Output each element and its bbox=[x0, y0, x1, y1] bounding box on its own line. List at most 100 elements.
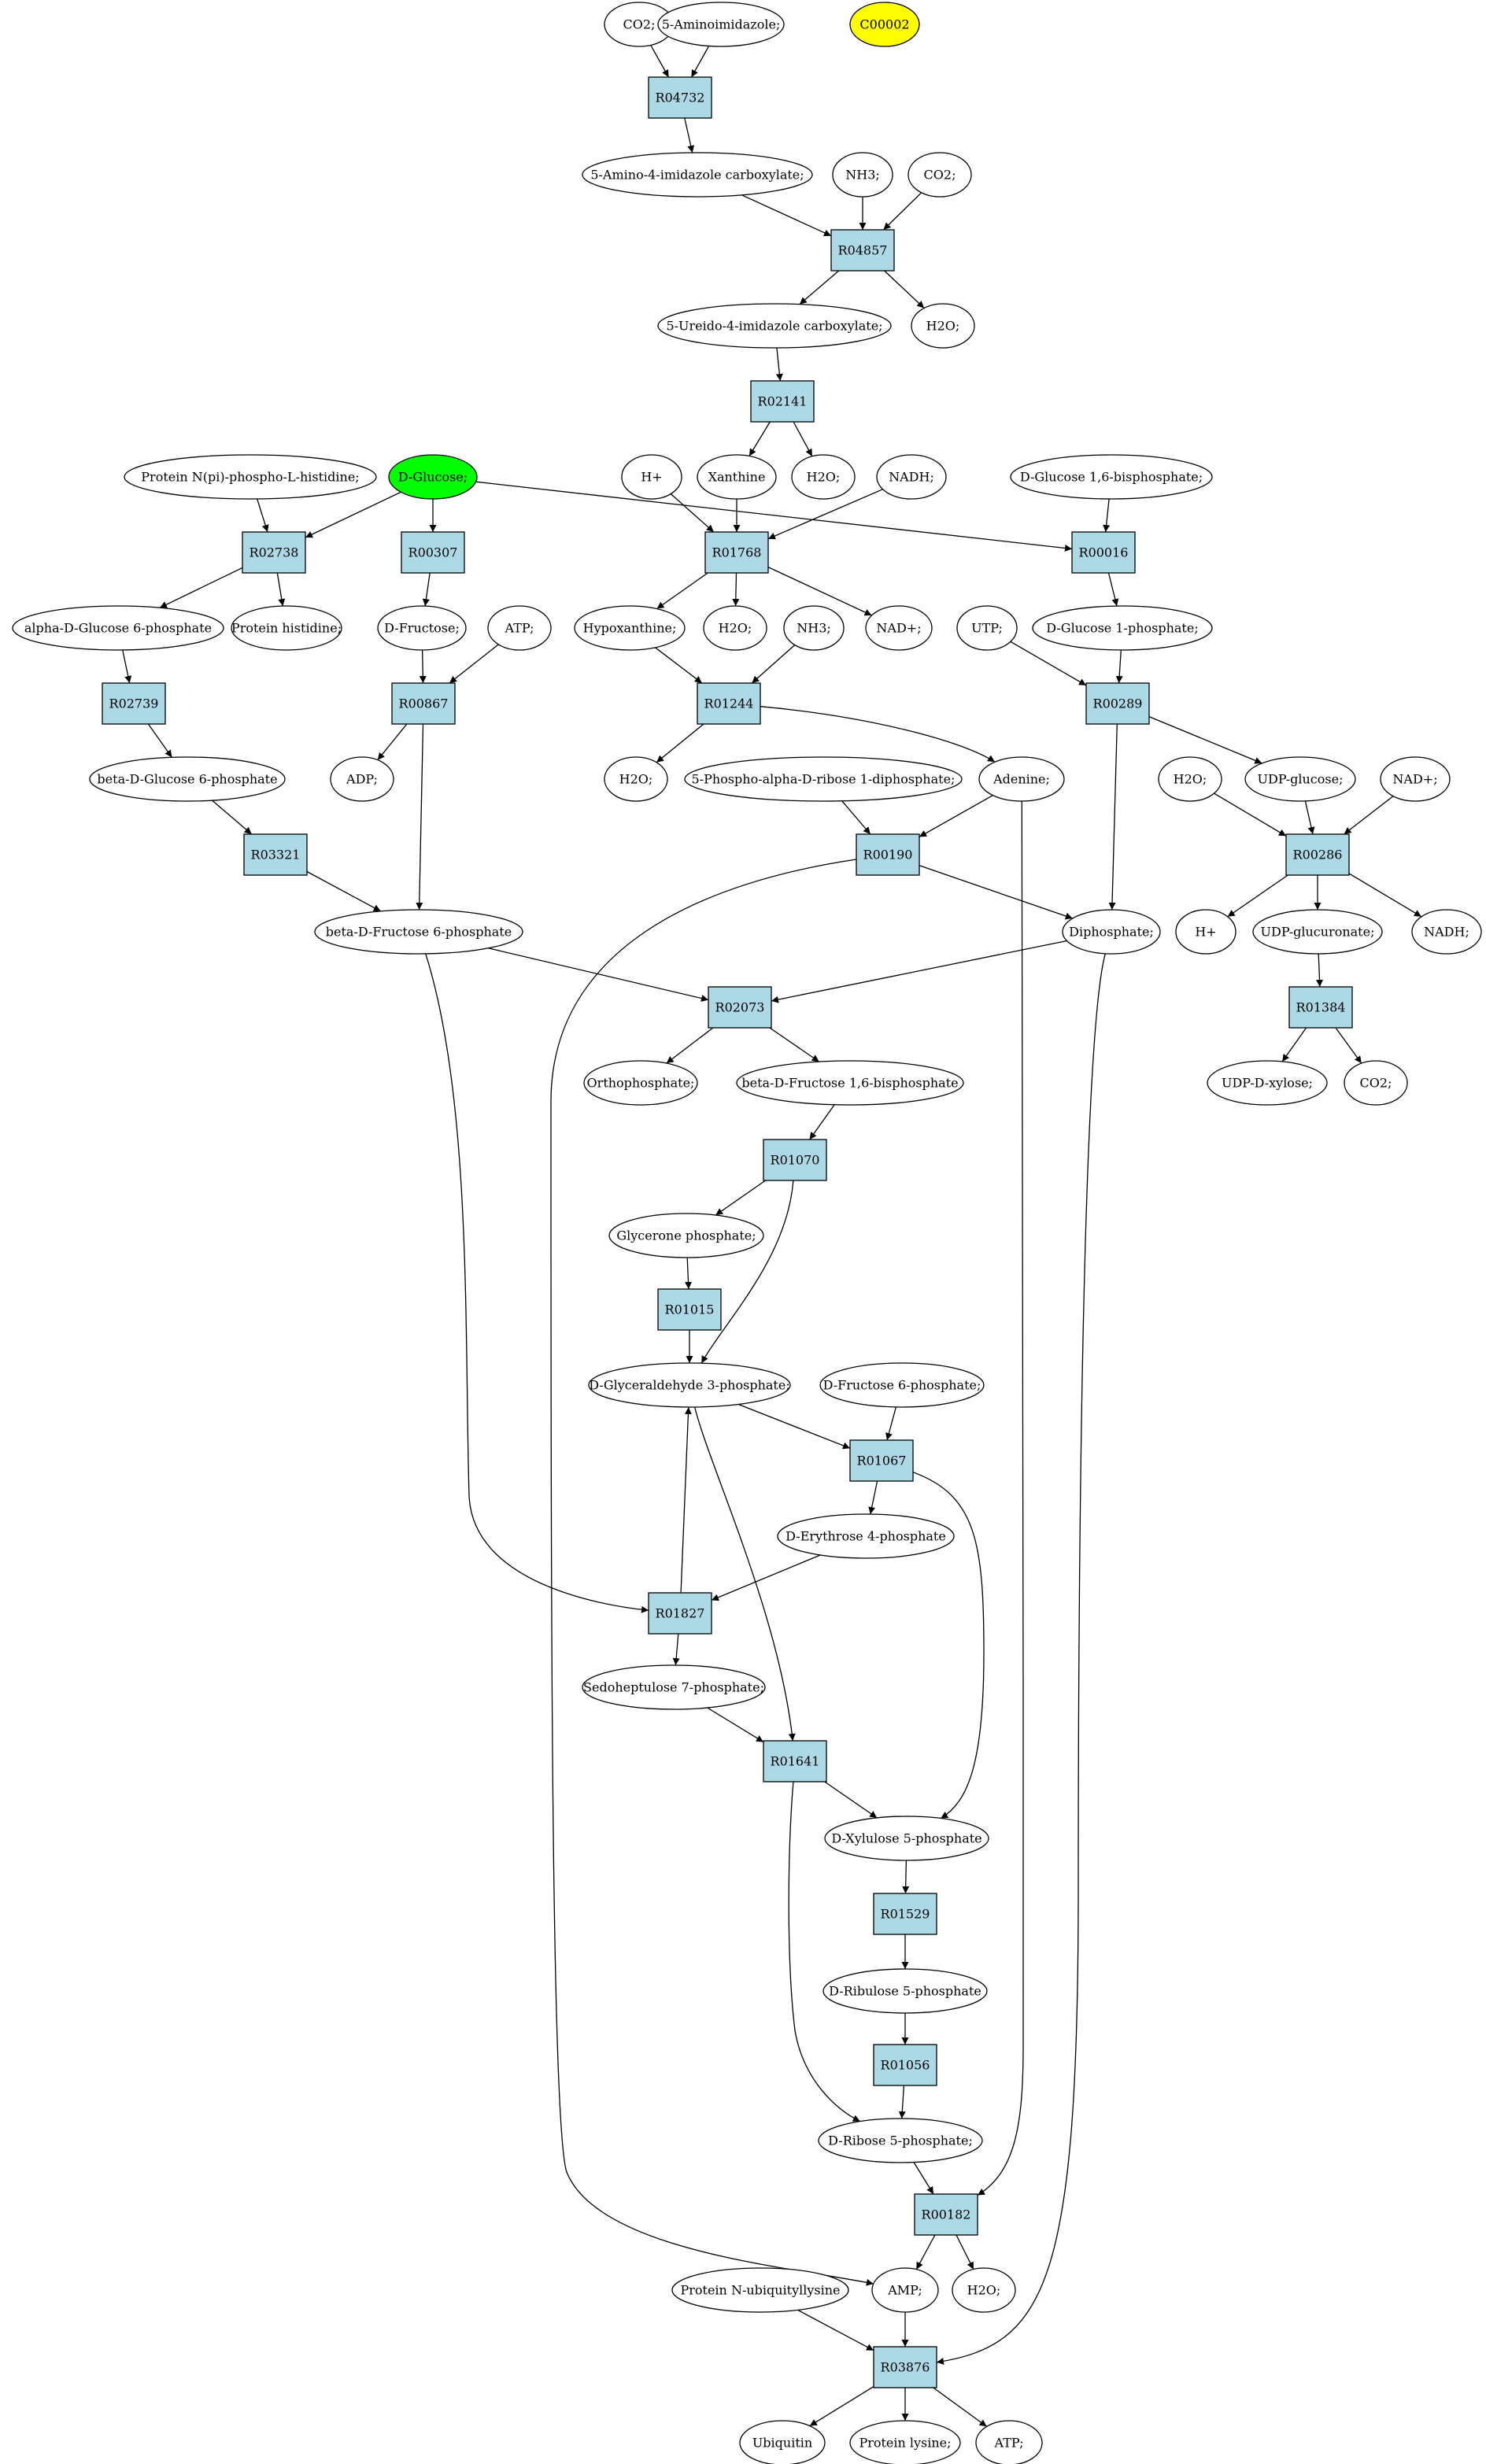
metabolite-node-m_hplus_a[interactable]: H+ bbox=[621, 454, 682, 500]
metabolite-node-m_f6p[interactable]: D-Fructose 6-phosphate; bbox=[819, 1362, 985, 1408]
reaction-node-r01529[interactable]: R01529 bbox=[873, 1893, 937, 1935]
metabolite-node-m_co2_c[interactable]: CO2; bbox=[1344, 1060, 1408, 1106]
metabolite-label: Adenine; bbox=[993, 772, 1050, 787]
reaction-box bbox=[873, 1893, 937, 1935]
metabolite-node-m_h2o_a[interactable]: H2O; bbox=[911, 303, 975, 349]
metabolite-node-m_g3p[interactable]: D-Glyceraldehyde 3-phosphate; bbox=[588, 1362, 791, 1408]
metabolite-node-m_nadplus_b[interactable]: NAD+; bbox=[1380, 756, 1451, 802]
metabolite-node-m_b_f6p[interactable]: beta-D-Fructose 6-phosphate bbox=[314, 909, 523, 955]
metabolite-node-m_udpglucose[interactable]: UDP-glucose; bbox=[1244, 756, 1356, 802]
metabolite-node-m_co2_b[interactable]: CO2; bbox=[907, 152, 972, 198]
reaction-node-r03876[interactable]: R03876 bbox=[873, 2346, 937, 2388]
metabolite-node-m_glc16bp[interactable]: D-Glucose 1,6-bisphosphate; bbox=[1010, 454, 1213, 500]
reaction-node-r01244[interactable]: R01244 bbox=[697, 682, 761, 725]
reaction-node-r02073[interactable]: R02073 bbox=[708, 986, 772, 1029]
edge-r01067-to-m_e4p bbox=[868, 1480, 878, 1515]
metabolite-node-m_ureido[interactable]: 5-Ureido-4-imidazole carboxylate; bbox=[657, 303, 892, 349]
edge-m_glc16bp-to-r00016 bbox=[1103, 498, 1111, 533]
reaction-node-r02738[interactable]: R02738 bbox=[242, 531, 306, 574]
reaction-node-r01070[interactable]: R01070 bbox=[763, 1139, 827, 1181]
reaction-node-r01827[interactable]: R01827 bbox=[648, 1592, 712, 1635]
metabolite-node-m_h2o_d[interactable]: H2O; bbox=[604, 756, 668, 802]
metabolite-node-m_atp_a[interactable]: ATP; bbox=[487, 605, 552, 651]
metabolite-node-m_udpglucuronate[interactable]: UDP-glucuronate; bbox=[1252, 909, 1383, 955]
reaction-node-r03321[interactable]: R03321 bbox=[243, 833, 308, 876]
metabolite-node-m_protein_his[interactable]: Protein histidine; bbox=[231, 605, 342, 651]
metabolite-node-m_hplus_b[interactable]: H+ bbox=[1175, 909, 1236, 955]
reaction-node-r04857[interactable]: R04857 bbox=[830, 229, 895, 272]
metabolite-node-m_adenine[interactable]: Adenine; bbox=[978, 756, 1065, 802]
metabolite-node-m_nadplus_a[interactable]: NAD+; bbox=[865, 605, 933, 651]
reaction-label: R00307 bbox=[408, 545, 458, 560]
reaction-label: R02073 bbox=[715, 1000, 765, 1015]
metabolite-node-m_b_g6p[interactable]: beta-D-Glucose 6-phosphate bbox=[89, 756, 286, 802]
reaction-node-r01641[interactable]: R01641 bbox=[763, 1740, 827, 1782]
metabolite-node-m_adp[interactable]: ADP; bbox=[330, 756, 394, 802]
edge-r02141-to-m_xanthine bbox=[749, 421, 771, 456]
edges-layer bbox=[122, 45, 1422, 2427]
reaction-node-r00016[interactable]: R00016 bbox=[1071, 531, 1136, 574]
metabolite-label: 5-Ureido-4-imidazole carboxylate; bbox=[666, 319, 882, 334]
metabolite-label: H2O; bbox=[719, 621, 752, 636]
reaction-node-r02141[interactable]: R02141 bbox=[750, 380, 815, 423]
metabolite-node-m_b_fbp[interactable]: beta-D-Fructose 1,6-bisphosphate bbox=[736, 1060, 964, 1106]
reaction-node-r00182[interactable]: R00182 bbox=[914, 2193, 978, 2236]
reaction-node-r00307[interactable]: R00307 bbox=[401, 531, 465, 574]
reaction-node-r01067[interactable]: R01067 bbox=[849, 1439, 914, 1482]
metabolite-ellipse bbox=[911, 303, 975, 349]
metabolite-node-m_nadh_b[interactable]: NADH; bbox=[1411, 909, 1482, 955]
metabolite-node-m_protein_ubk[interactable]: Protein N-ubiquityllysine bbox=[671, 2267, 849, 2313]
metabolite-node-m_diphosphate[interactable]: Diphosphate; bbox=[1062, 909, 1161, 955]
metabolite-node-m_x5p[interactable]: D-Xylulose 5-phosphate bbox=[824, 1816, 989, 1861]
metabolite-node-m_h2o_b[interactable]: H2O; bbox=[791, 454, 856, 500]
reaction-node-r00289[interactable]: R00289 bbox=[1085, 682, 1150, 725]
metabolite-ellipse bbox=[791, 454, 856, 500]
metabolite-node-m_nh3_a[interactable]: NH3; bbox=[832, 152, 893, 198]
metabolite-node-m_h2o_c[interactable]: H2O; bbox=[703, 605, 767, 651]
metabolite-node-m_e4p[interactable]: D-Erythrose 4-phosphate bbox=[777, 1513, 955, 1559]
metabolite-node-m_h2o_e[interactable]: H2O; bbox=[1158, 756, 1222, 802]
reaction-node-r02739[interactable]: R02739 bbox=[102, 682, 166, 725]
metabolite-node-m_c00002[interactable]: C00002 bbox=[849, 2, 920, 47]
reaction-node-r04732[interactable]: R04732 bbox=[648, 76, 712, 119]
metabolite-node-m_amp[interactable]: AMP; bbox=[871, 2267, 939, 2313]
metabolite-node-m_hypoxanthine[interactable]: Hypoxanthine; bbox=[574, 605, 686, 651]
metabolite-ellipse bbox=[777, 1513, 955, 1559]
reaction-node-r01015[interactable]: R01015 bbox=[657, 1288, 722, 1331]
metabolite-node-m_orthophosphate[interactable]: Orthophosphate; bbox=[583, 1060, 698, 1106]
metabolite-node-m_s7p[interactable]: Sedoheptulose 7-phosphate; bbox=[582, 1664, 766, 1710]
metabolite-node-m_prpp[interactable]: 5-Phospho-alpha-D-ribose 1-diphosphate; bbox=[684, 756, 963, 802]
metabolite-node-m_protein_nphis[interactable]: Protein N(pi)-phospho-L-histidine; bbox=[124, 454, 377, 500]
metabolite-node-m_ru5p[interactable]: D-Ribulose 5-phosphate bbox=[822, 1968, 988, 2014]
metabolite-node-m_dhap[interactable]: Glycerone phosphate; bbox=[608, 1213, 764, 1258]
metabolite-node-m_ubiquitin[interactable]: Ubiquitin bbox=[739, 2420, 826, 2464]
metabolite-node-m_aminoimidazole[interactable]: 5-Aminoimidazole; bbox=[657, 2, 785, 47]
metabolite-node-m_dglucose[interactable]: D-Glucose; bbox=[388, 454, 478, 500]
metabolite-node-m_nh3_b[interactable]: NH3; bbox=[783, 605, 845, 651]
metabolite-node-m_utp[interactable]: UTP; bbox=[956, 605, 1018, 651]
metabolite-node-m_protein_lys[interactable]: Protein lysine; bbox=[849, 2420, 961, 2464]
reaction-box bbox=[401, 531, 465, 574]
edge-r01244-to-m_adenine bbox=[760, 706, 996, 763]
metabolite-label: Protein histidine; bbox=[231, 621, 342, 636]
reaction-node-r00867[interactable]: R00867 bbox=[391, 682, 456, 725]
metabolite-label: ATP; bbox=[505, 621, 534, 636]
metabolite-node-m_h2o_f[interactable]: H2O; bbox=[952, 2267, 1016, 2313]
metabolite-node-m_udpxylose[interactable]: UDP-D-xylose; bbox=[1207, 1060, 1328, 1106]
metabolite-node-m_a_g6p[interactable]: alpha-D-Glucose 6-phosphate bbox=[12, 605, 224, 651]
metabolite-node-m_atp_b[interactable]: ATP; bbox=[975, 2420, 1043, 2464]
metabolite-node-m_aica[interactable]: 5-Amino-4-imidazole carboxylate; bbox=[582, 152, 813, 198]
metabolite-node-m_r5p[interactable]: D-Ribose 5-phosphate; bbox=[818, 2118, 983, 2163]
metabolite-node-m_g1p[interactable]: D-Glucose 1-phosphate; bbox=[1032, 605, 1213, 651]
metabolite-node-m_nadh_a[interactable]: NADH; bbox=[876, 454, 947, 500]
metabolite-ellipse bbox=[608, 1213, 764, 1258]
reaction-node-r01768[interactable]: R01768 bbox=[704, 531, 769, 574]
reaction-node-r01384[interactable]: R01384 bbox=[1288, 986, 1353, 1029]
reaction-node-r00190[interactable]: R00190 bbox=[856, 833, 920, 876]
reaction-node-r00286[interactable]: R00286 bbox=[1285, 833, 1350, 876]
metabolite-ellipse bbox=[876, 454, 947, 500]
metabolite-node-m_dfructose[interactable]: D-Fructose; bbox=[377, 605, 467, 651]
reaction-node-r01056[interactable]: R01056 bbox=[873, 2044, 937, 2086]
edge-r00867-to-m_adp bbox=[377, 723, 408, 761]
metabolite-node-m_xanthine[interactable]: Xanthine bbox=[697, 454, 777, 500]
